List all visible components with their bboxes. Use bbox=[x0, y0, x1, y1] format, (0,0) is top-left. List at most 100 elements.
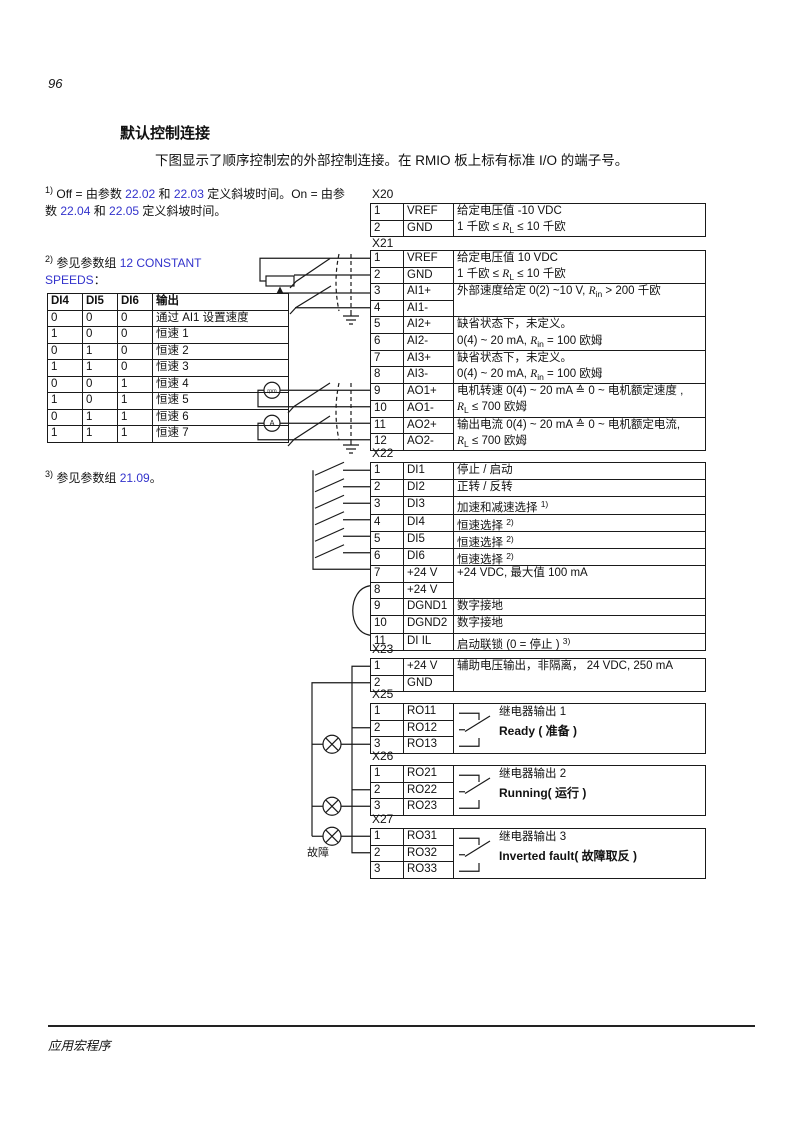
param-link[interactable]: 22.02 bbox=[125, 187, 156, 201]
speed-table-cell: 恒速 3 bbox=[152, 359, 289, 377]
param-link[interactable]: 22.05 bbox=[109, 204, 140, 219]
text-segment: 输出电流 0(4) ~ 20 mA ≙ 0 ~ 电机额定电流, bbox=[457, 418, 681, 431]
speed-table-cell: 1 bbox=[47, 326, 83, 344]
speed-table-cell: 1 bbox=[82, 408, 118, 426]
description-line: 恒速选择 2) bbox=[457, 532, 702, 548]
text-segment: = 100 欧姆 bbox=[543, 367, 603, 380]
terminal-row: 7+24 V+24 VDC, 最大值 100 mA bbox=[370, 565, 706, 600]
speed-table-cell: 0 bbox=[47, 375, 83, 393]
text-segment: 2) bbox=[506, 533, 514, 544]
text-segment: R bbox=[530, 334, 538, 347]
terminal-pin: 6 bbox=[370, 547, 404, 567]
terminal-name: DI IL bbox=[403, 632, 454, 651]
relay-output-name: Ready ( 准备 ) bbox=[499, 723, 578, 738]
param-link[interactable]: 12 CONSTANT SPEEDS bbox=[45, 256, 202, 288]
param-link[interactable]: 21.09 bbox=[119, 471, 150, 485]
text-segment: 3) bbox=[562, 635, 571, 646]
terminal-name: AO1- bbox=[403, 399, 454, 418]
terminal-name: RO22 bbox=[403, 781, 454, 799]
text-segment: 0(4) ~ 20 mA, bbox=[457, 367, 531, 380]
terminal-pin: 1 bbox=[370, 461, 404, 481]
terminal-pin: 1 bbox=[370, 765, 404, 783]
description-line: 启动联锁 (0 = 停止 ) 3) bbox=[457, 634, 702, 650]
cable-shield-icon bbox=[335, 253, 352, 312]
description-line: 1 千欧 ≤ RL ≤ 10 千欧 bbox=[457, 220, 702, 236]
description-line: RL ≤ 700 欧姆 bbox=[457, 400, 702, 416]
text-segment: 给定电压值 10 VDC bbox=[457, 252, 558, 264]
text-segment: in bbox=[537, 371, 544, 382]
footnote-marker: 1) bbox=[45, 185, 54, 195]
text-segment: 1 千欧 ≤ bbox=[457, 268, 503, 281]
text-segment: ≤ 700 欧姆 bbox=[468, 434, 527, 447]
speed-table-cell: 恒速 6 bbox=[152, 408, 289, 426]
speed-table-cell: 0 bbox=[117, 309, 153, 327]
description-line: 电机转速 0(4) ~ 20 mA ≙ 0 ~ 电机额定速度 , bbox=[457, 385, 702, 401]
speed-table-cell: 0 bbox=[117, 359, 153, 377]
description-line: 加速和减速选择 1) bbox=[457, 498, 702, 513]
terminal-description: 停止 / 启动 bbox=[453, 461, 706, 481]
lamp-icon bbox=[312, 796, 370, 816]
description-line: 停止 / 启动 bbox=[457, 464, 702, 479]
terminal-name: AI3- bbox=[403, 366, 454, 385]
text-segment: 缺省状态下，未定义。 bbox=[457, 351, 572, 364]
terminal-pin: 5 bbox=[370, 530, 404, 549]
text-segment: 启动联锁 (0 = 停止 ) bbox=[457, 638, 563, 651]
ground-icon bbox=[343, 311, 359, 325]
terminal-name: RO32 bbox=[403, 844, 454, 862]
terminal-name: +24 V bbox=[403, 581, 454, 600]
description-line: 缺省状态下，未定义。 bbox=[457, 351, 702, 367]
terminal-description: 加速和减速选择 1) bbox=[453, 496, 706, 515]
text-segment: 正转 / 反转 bbox=[457, 481, 513, 494]
param-link[interactable]: 22.04 bbox=[60, 204, 91, 219]
relay-contact-icon bbox=[459, 774, 491, 809]
terminal-block-label: X21 bbox=[372, 236, 394, 250]
jumper-wire bbox=[352, 585, 371, 636]
terminal-name: AI1- bbox=[403, 299, 454, 318]
text-segment: 数字接地 bbox=[457, 617, 503, 630]
text-segment: 和 bbox=[90, 204, 110, 219]
terminal-name: AO2+ bbox=[403, 416, 454, 435]
text-segment: 0(4) ~ 20 mA, bbox=[457, 334, 531, 347]
text-segment: = 100 欧姆 bbox=[543, 334, 603, 347]
speed-table-cell: 1 bbox=[117, 392, 153, 410]
terminal-pin: 3 bbox=[370, 861, 404, 879]
speed-table-header: DI5 bbox=[82, 293, 118, 311]
speed-table-cell: 恒速 5 bbox=[152, 392, 289, 410]
terminal-pin: 9 bbox=[370, 383, 404, 401]
terminal-pin: 2 bbox=[370, 219, 404, 238]
terminal-block-label: X27 bbox=[372, 812, 394, 826]
terminal-pin: 10 bbox=[370, 615, 404, 634]
text-segment: 定义斜坡时间。On = 由参数 bbox=[45, 187, 345, 219]
description-line: 恒速选择 2) bbox=[457, 515, 702, 531]
terminal-description: 恒速选择 2) bbox=[453, 547, 706, 567]
terminal-pin: 4 bbox=[370, 513, 404, 532]
terminal-name: GND bbox=[403, 219, 454, 238]
terminal-name: RO21 bbox=[403, 765, 454, 783]
terminal-pin: 2 bbox=[370, 781, 404, 799]
terminal-name: DI2 bbox=[403, 479, 454, 498]
terminal-name: RO12 bbox=[403, 719, 454, 737]
footer-rule bbox=[48, 1025, 755, 1027]
relay-output-title: 继电器输出 2 bbox=[499, 768, 567, 780]
speed-table-cell: 恒速 1 bbox=[152, 326, 289, 344]
text-segment: in bbox=[537, 338, 544, 349]
page-number: 96 bbox=[48, 76, 63, 91]
terminal-name: AI3+ bbox=[403, 349, 454, 368]
terminal-description: 正转 / 反转 bbox=[453, 479, 706, 498]
digital-input-switches bbox=[312, 461, 371, 636]
param-link[interactable]: 22.03 bbox=[173, 187, 204, 201]
